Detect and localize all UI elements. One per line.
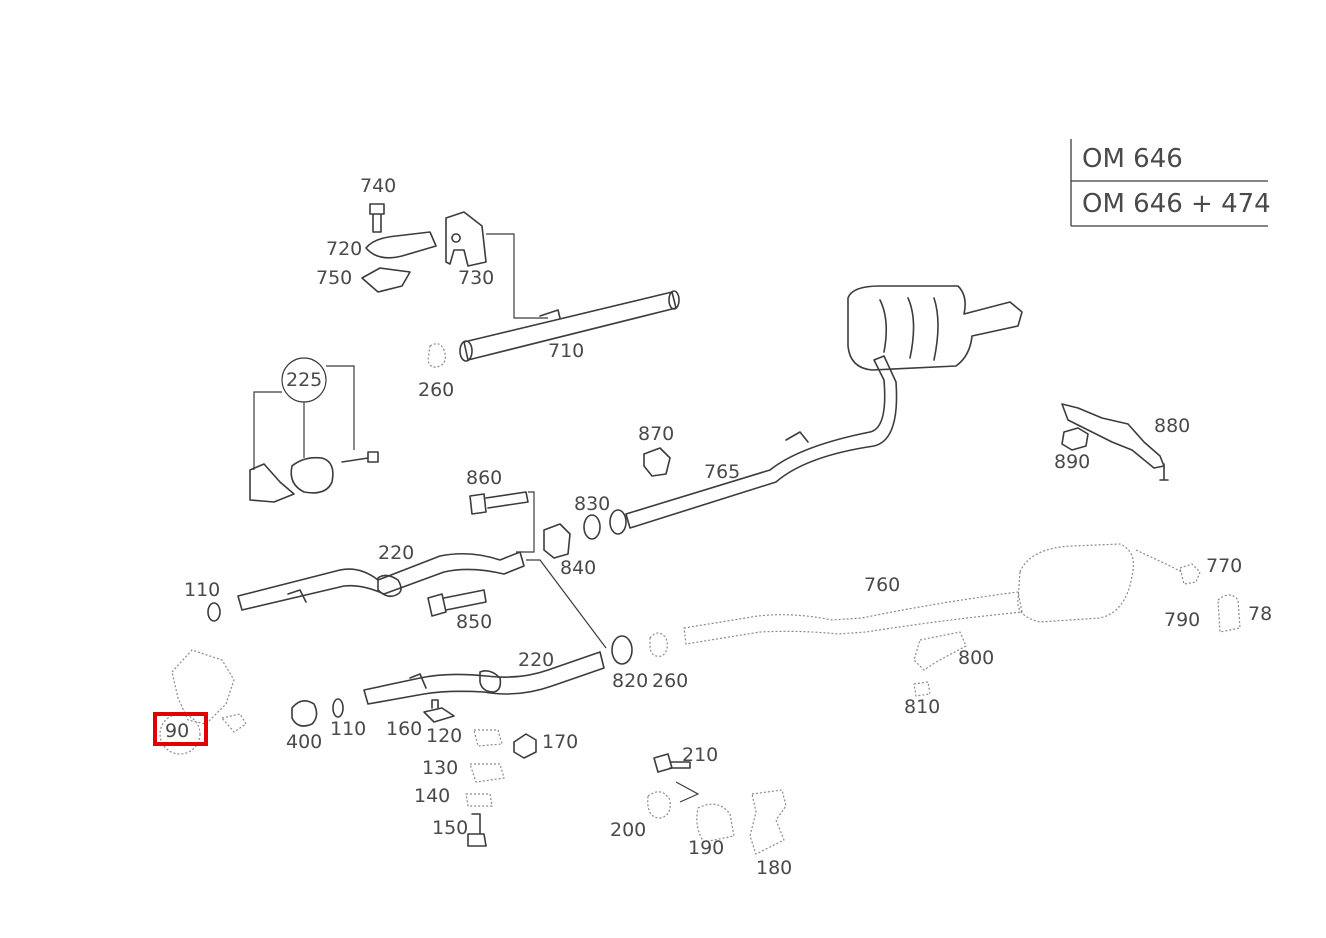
callout-170[interactable]: 170 <box>542 731 578 753</box>
bolt-210[interactable] <box>653 753 691 773</box>
clip-190[interactable] <box>696 803 735 843</box>
ring-110-lower[interactable] <box>332 698 344 718</box>
callout-780[interactable]: 78 <box>1248 603 1272 625</box>
clamp-260-upper[interactable] <box>427 343 446 368</box>
clamp-260-lower[interactable] <box>649 632 668 657</box>
bracket-180[interactable] <box>749 789 787 855</box>
nut-170[interactable] <box>513 733 537 759</box>
callout-760[interactable]: 760 <box>864 574 900 596</box>
clamp-840[interactable] <box>543 523 571 559</box>
mounting-bracket-group <box>361 203 548 319</box>
sealing-ring-820[interactable] <box>611 635 633 665</box>
engine-legend: OM 646 OM 646 + 474 <box>1070 139 1271 227</box>
callout-800[interactable]: 800 <box>958 647 994 669</box>
callout-820[interactable]: 820 <box>612 670 648 692</box>
callout-730[interactable]: 730 <box>458 267 494 289</box>
callout-860[interactable]: 860 <box>466 467 502 489</box>
callout-150[interactable]: 150 <box>432 817 468 839</box>
callout-870[interactable]: 870 <box>638 423 674 445</box>
callout-90[interactable]: 90 <box>165 720 189 742</box>
callout-720[interactable]: 720 <box>326 238 362 260</box>
bracket-720[interactable] <box>365 231 437 259</box>
callout-200[interactable]: 200 <box>610 819 646 841</box>
callout-740[interactable]: 740 <box>360 175 396 197</box>
callout-180[interactable]: 180 <box>756 857 792 879</box>
callout-810[interactable]: 810 <box>904 696 940 718</box>
alt-pipe-760[interactable] <box>683 543 1183 645</box>
callout-225[interactable]: 225 <box>286 369 322 391</box>
bolt-150[interactable] <box>467 813 487 847</box>
callout-210[interactable]: 210 <box>682 744 718 766</box>
clamp-400[interactable] <box>291 700 318 727</box>
callout-110-lower[interactable]: 110 <box>330 718 366 740</box>
callout-120[interactable]: 120 <box>426 725 462 747</box>
screw-225[interactable] <box>341 451 379 463</box>
callout-890[interactable]: 890 <box>1054 451 1090 473</box>
washer-120[interactable] <box>473 729 503 747</box>
callout-260-upper[interactable]: 260 <box>418 379 454 401</box>
callout-840[interactable]: 840 <box>560 557 596 579</box>
legend-row-om646-474[interactable]: OM 646 + 474 <box>1082 189 1271 219</box>
callout-130[interactable]: 130 <box>422 757 458 779</box>
callout-260-lower[interactable]: 260 <box>652 670 688 692</box>
nut-870[interactable] <box>643 447 671 477</box>
bolt-860[interactable] <box>469 491 529 515</box>
ring-110-upper[interactable] <box>207 602 221 622</box>
callout-140[interactable]: 140 <box>414 785 450 807</box>
bolt-740[interactable] <box>369 203 385 233</box>
hanger-790[interactable] <box>1179 563 1201 585</box>
callout-220-lower[interactable]: 220 <box>518 649 554 671</box>
callout-400[interactable]: 400 <box>286 731 322 753</box>
bracket-225[interactable] <box>249 463 295 503</box>
callout-770[interactable]: 770 <box>1206 555 1242 577</box>
rear-silencer[interactable] <box>847 285 1023 371</box>
gasket-130[interactable] <box>469 763 505 783</box>
gasket-140[interactable] <box>465 793 493 807</box>
callout-880[interactable]: 880 <box>1154 415 1190 437</box>
callout-765[interactable]: 765 <box>704 461 740 483</box>
front-pipe-220-lower[interactable] <box>363 651 605 705</box>
callout-190[interactable]: 190 <box>688 837 724 859</box>
mount-780[interactable] <box>1217 594 1241 633</box>
rubber-buffer-225[interactable] <box>290 456 334 494</box>
callout-750[interactable]: 750 <box>316 267 352 289</box>
callout-830[interactable]: 830 <box>574 493 610 515</box>
bracket-800[interactable] <box>913 631 967 671</box>
nut-890[interactable] <box>1061 427 1089 451</box>
front-pipe-220-upper[interactable] <box>237 551 525 611</box>
mount-kit-225 <box>249 357 379 503</box>
legend-row-om646[interactable]: OM 646 <box>1082 144 1183 174</box>
nut-810[interactable] <box>913 681 931 697</box>
highlight-box-90 <box>153 712 208 746</box>
rubber-mount-730[interactable] <box>445 211 487 267</box>
pipe-710[interactable] <box>459 290 680 362</box>
callout-110-upper[interactable]: 110 <box>184 579 220 601</box>
clamp-830[interactable] <box>583 509 627 540</box>
callout-220-upper[interactable]: 220 <box>378 542 414 564</box>
callout-710[interactable]: 710 <box>548 340 584 362</box>
bracket-160[interactable] <box>423 699 455 723</box>
bolt-850[interactable] <box>427 589 487 617</box>
gasket-200[interactable] <box>647 791 671 819</box>
callout-850[interactable]: 850 <box>456 611 492 633</box>
callout-160[interactable]: 160 <box>386 718 422 740</box>
callout-790[interactable]: 790 <box>1164 609 1200 631</box>
rear-hanger-880[interactable] <box>1061 403 1169 481</box>
plate-750[interactable] <box>361 267 411 293</box>
